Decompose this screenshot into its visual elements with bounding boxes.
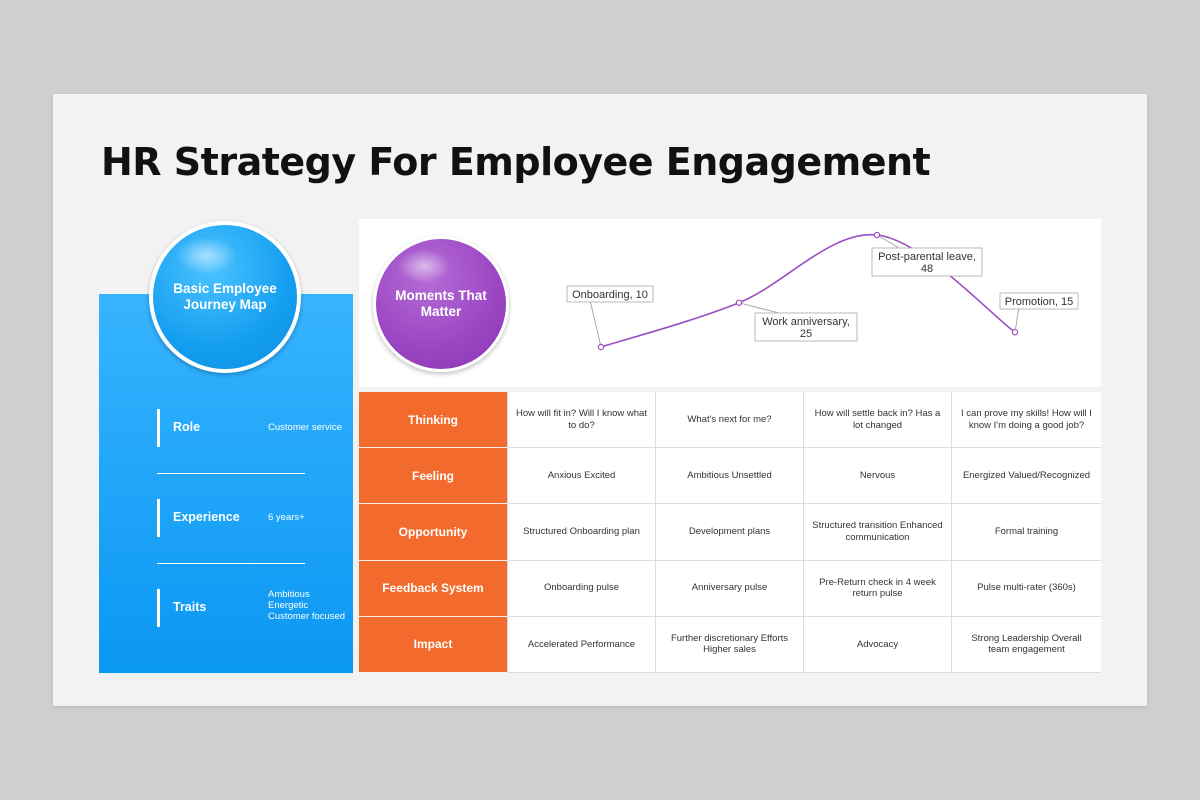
table-cell: Ambitious Unsettled [655, 448, 803, 505]
row-header: Feeling [359, 448, 507, 505]
table-cell: Further discretionary Efforts Higher sal… [655, 616, 803, 673]
data-label: Onboarding, 10 [572, 289, 648, 301]
page-title: HR Strategy For Employee Engagement [101, 140, 931, 184]
journey-map-circle: Basic Employee Journey Map [149, 221, 301, 373]
data-point [1011, 329, 1019, 336]
row-header: Thinking [359, 392, 507, 449]
series-line [600, 234, 1016, 348]
row-header: Feedback System [359, 560, 507, 617]
data-label: Post-parental leave,48 [878, 251, 976, 275]
info-label: Role [173, 420, 201, 434]
table-cell: Nervous [803, 448, 951, 505]
table-cell: Onboarding pulse [507, 560, 655, 617]
table-cell: I can prove my skills! How will I know I… [951, 392, 1101, 449]
data-label: Promotion, 15 [1005, 296, 1073, 308]
table-cell: Structured Onboarding plan [507, 504, 655, 561]
info-value: 6 years+ [268, 512, 305, 523]
table-cell: Advocacy [803, 616, 951, 673]
info-label: Experience [173, 510, 240, 524]
table-cell: Formal training [951, 504, 1101, 561]
data-point [735, 299, 743, 306]
table-cell: How will fit in? Will I know what to do? [507, 392, 655, 449]
data-label-box [754, 312, 858, 342]
row-header: Opportunity [359, 504, 507, 561]
row-header: Impact [359, 616, 507, 673]
table-cell: Anxious Excited [507, 448, 655, 505]
table-cell: Pre-Return check in 4 week return pulse [803, 560, 951, 617]
data-label-box [871, 247, 983, 277]
label-leader [876, 234, 900, 249]
gloss-highlight [396, 249, 452, 284]
data-label-box [999, 292, 1079, 310]
table-cell: Structured transition Enhanced communica… [803, 504, 951, 561]
data-label-box [566, 285, 654, 303]
table-cell: Development plans [655, 504, 803, 561]
info-row-traits: Traits Ambitious Energetic Customer focu… [157, 589, 377, 627]
table-cell: Anniversary pulse [655, 560, 803, 617]
label-leader [589, 299, 602, 348]
data-label: Work anniversary,25 [762, 316, 850, 340]
table-cell: Energized Valued/Recognized [951, 448, 1101, 505]
label-leader [738, 302, 780, 314]
moments-circle: Moments That Matter [373, 236, 509, 372]
divider [157, 473, 305, 474]
gloss-highlight [176, 236, 237, 274]
data-point [597, 343, 605, 351]
info-row-role: Role Customer service [157, 409, 377, 447]
slide: HR Strategy For Employee Engagement Role… [53, 94, 1147, 706]
table-cell: What's next for me? [655, 392, 803, 449]
info-label: Traits [173, 600, 207, 614]
info-row-experience: Experience 6 years+ [157, 499, 377, 537]
info-value: Ambitious Energetic Customer focused [268, 589, 346, 622]
divider [157, 563, 305, 564]
table-cell: Accelerated Performance [507, 616, 655, 673]
table-cell: How will settle back in? Has a lot chang… [803, 392, 951, 449]
info-value: Customer service [268, 422, 342, 433]
table-cell: Pulse multi-rater (360s) [951, 560, 1101, 617]
table-cell: Strong Leadership Overall team engagemen… [951, 616, 1101, 673]
label-leader [1014, 306, 1020, 333]
data-point [873, 231, 881, 239]
moments-chart: Onboarding, 10 Work anniversary,25 Post-pa… [566, 231, 1079, 351]
journey-map-title: Basic Employee Journey Map [173, 281, 277, 312]
moments-title: Moments That Matter [395, 288, 487, 319]
